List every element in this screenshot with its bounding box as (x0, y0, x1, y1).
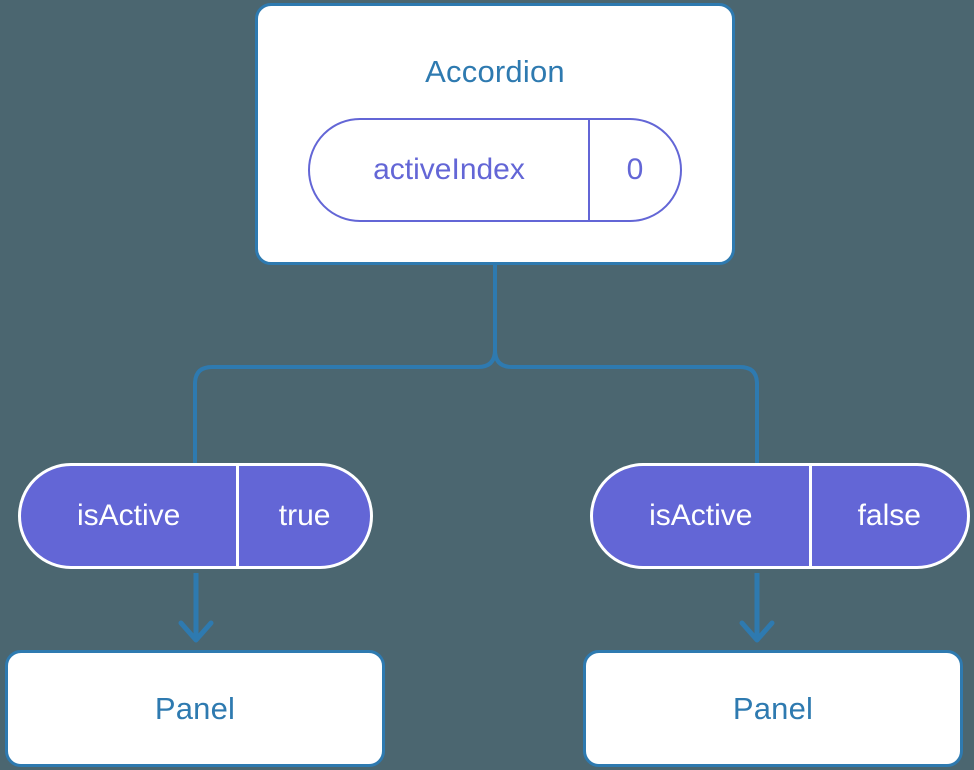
state-badge-value: 0 (587, 120, 680, 220)
connector-branch-right (493, 348, 759, 465)
arrow-right-head-icon (739, 620, 775, 643)
prop-badge-value: true (236, 466, 370, 566)
state-badge-active-index[interactable]: activeIndex 0 (308, 118, 682, 222)
node-panel-right[interactable]: Panel (583, 650, 963, 767)
node-panel-left[interactable]: Panel (5, 650, 385, 767)
prop-badge-value: false (808, 466, 967, 566)
prop-badge-key: isActive (76, 499, 181, 532)
prop-badge-is-active-true[interactable]: isActive true (18, 463, 373, 569)
arrow-left-head-icon (178, 620, 214, 643)
state-badge-key: activeIndex (373, 153, 525, 186)
connector-stem (193, 263, 497, 465)
node-panel-right-title: Panel (732, 690, 814, 726)
node-accordion-title: Accordion (425, 54, 565, 89)
prop-badge-is-active-false[interactable]: isActive false (590, 463, 970, 569)
node-panel-left-title: Panel (154, 690, 236, 726)
prop-badge-key: isActive (649, 499, 753, 532)
